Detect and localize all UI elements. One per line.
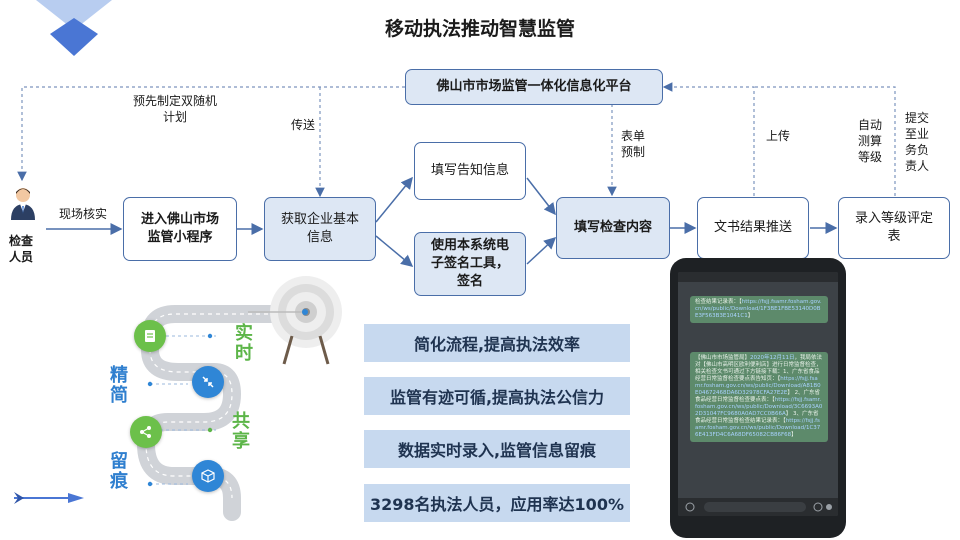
doc-icon <box>134 320 166 352</box>
label-transfer: 传送 <box>290 118 315 132</box>
phone-mockup: 检查结果记录表：【https://fsjj.fsamr.fosham.gov.c… <box>670 258 846 538</box>
label-auto-grade: 自动 测算 等级 <box>857 118 882 164</box>
feature-share: 共 享 <box>232 411 250 452</box>
label-onsite: 现场核实 <box>58 207 107 221</box>
feature-realtime: 实 时 <box>235 323 253 364</box>
feature-precise: 精 简 <box>110 365 128 406</box>
sms2-mid: 2、广东省食品经营日常监督检查要点表：【 <box>695 390 821 403</box>
esign-box: 使用本系统电 子签名工具， 签名 <box>414 232 526 296</box>
sms2-link-1[interactable]: https://fsjj.fsamr.fosham.gov.cn/ws/publ… <box>695 376 821 396</box>
sms2-link-2[interactable]: https://fsjj.fsamr.fosham.gov.cn/ws/publ… <box>695 397 823 417</box>
sms2-body: ，我局依法对【佛山市高明区欧利便利店】进行日常监督检查，相关检查文书可通过下方链… <box>695 355 823 382</box>
page-title: 移动执法推动智慧监管 <box>384 18 575 40</box>
sms-message-2: 【佛山市市场监管局】2020年12月11日，我局依法对【佛山市高明区欧利便利店】… <box>690 352 828 442</box>
inspector-label: 检查 人员 <box>8 234 33 264</box>
sms1-link[interactable]: https://fsjj.fsamr.fosham.gov.cn/ws/publ… <box>695 299 822 319</box>
cube-icon <box>192 460 224 492</box>
label-form-prep: 表单 预制 <box>620 129 645 159</box>
benefit-banner-4: 3298名执法人员，应用率达100% <box>364 484 630 522</box>
sms2-tail: 3、广东省食品经营日常监督检查结果记录表：【 <box>695 411 819 424</box>
benefit-banner-1: 简化流程,提高执法效率 <box>364 324 630 362</box>
platform-box: 佛山市市场监管一体化信息化平台 <box>405 69 663 105</box>
notice-box: 填写告知信息 <box>414 142 526 200</box>
label-plan: 预先制定双随机 计划 <box>132 94 217 124</box>
target-road-graphic <box>14 276 342 521</box>
keyboard-icon <box>685 502 832 512</box>
inspector-avatar-icon <box>11 188 35 220</box>
compress-icon <box>192 366 224 398</box>
sms1-label: 检查结果记录表：【 <box>695 299 742 305</box>
sms-message-1: 检查结果记录表：【https://fsjj.fsamr.fosham.gov.c… <box>690 296 828 323</box>
benefit-banner-2: 监管有迹可循,提高执法公信力 <box>364 377 630 415</box>
get-info-box: 获取企业基本 信息 <box>264 197 376 261</box>
benefit-banner-3: 数据实时录入,监管信息留痕 <box>364 430 630 468</box>
feature-trace: 留 痕 <box>110 451 128 492</box>
share-icon <box>130 416 162 448</box>
sms2-date: 2020年12月11日 <box>750 355 795 361</box>
label-upload: 上传 <box>765 129 790 143</box>
grade-box: 录入等级评定 表 <box>838 197 950 259</box>
phone-screen: 检查结果记录表：【https://fsjj.fsamr.fosham.gov.c… <box>678 272 838 516</box>
inspect-box: 填写检查内容 <box>556 197 670 259</box>
phone-input-bar <box>678 498 838 516</box>
sms2-link-3[interactable]: https://fsjj.fsamr.fosham.gov.cn/ws/publ… <box>695 418 821 438</box>
phone-status-bar <box>678 272 838 282</box>
corner-decoration <box>36 0 112 56</box>
mini-program-box: 进入佛山市场 监管小程序 <box>123 197 237 261</box>
sms2-header: 【佛山市市场监管局】 <box>695 355 751 361</box>
push-box: 文书结果推送 <box>697 197 809 259</box>
label-submit: 提交 至业 务负 责人 <box>904 111 929 173</box>
